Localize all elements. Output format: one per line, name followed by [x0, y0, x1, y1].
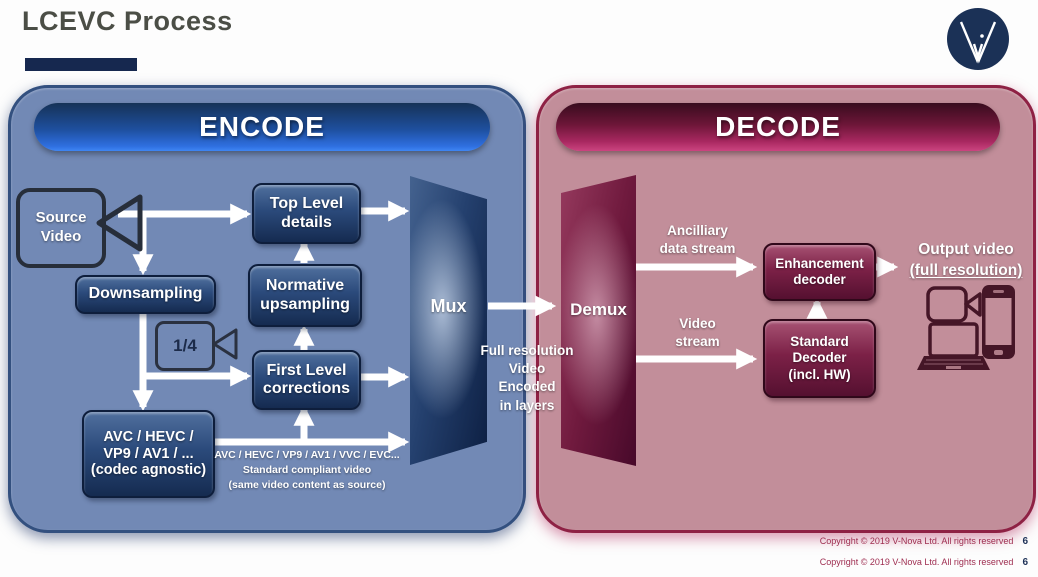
copyright-text: Copyright © 2019 V-Nova Ltd. All rights … — [819, 557, 1014, 567]
laptop-icon — [917, 322, 990, 370]
enhancement-decoder-box: Enhancement decoder — [763, 243, 876, 301]
quarter-scale-camera-icon: 1/4 — [155, 321, 215, 371]
source-camera-icon — [96, 194, 143, 252]
copyright-row: Copyright © 2019 V-Nova Ltd. All rights … — [820, 536, 1028, 547]
title-accent-bar — [25, 58, 137, 71]
output-video-title: Output video — [918, 241, 1014, 258]
demux-shape — [561, 175, 636, 466]
copyright-text: Copyright © 2019 V-Nova Ltd. All rights … — [819, 536, 1014, 546]
mux-shape — [410, 176, 487, 465]
video-stream-label: Video stream — [675, 316, 720, 349]
output-video-label: Output video (full resolution) — [900, 240, 1032, 282]
downsampling-box: Downsampling — [75, 275, 216, 314]
codec-agnostic-box: AVC / HEVC / VP9 / AV1 / ... (codec agno… — [82, 410, 215, 498]
decode-header: DECODE — [556, 103, 1000, 151]
output-video-subtitle: (full resolution) — [909, 261, 1023, 279]
normative-upsampling-box: Normative upsampling — [248, 264, 362, 327]
output-devices-icons — [917, 285, 1015, 370]
ancillary-data-stream-label: Ancilliary data stream — [659, 223, 736, 256]
source-video-box: Source Video — [16, 188, 106, 268]
v-nova-logo-icon — [947, 8, 1009, 70]
standard-compliant-note: AVC / HEVC / VP9 / AV1 / VVC / EVC... St… — [214, 449, 400, 492]
mux-label: Mux — [430, 296, 467, 316]
full-resolution-note: Full resolution Video Encoded in layers — [480, 343, 574, 413]
first-level-corrections-box: First Level corrections — [252, 350, 361, 410]
top-level-details-box: Top Level details — [252, 183, 361, 244]
smartphone-icon — [982, 285, 1015, 359]
quarter-camera-lens-icon — [212, 328, 238, 360]
copyright-row: Copyright © 2019 V-Nova Ltd. All rights … — [820, 557, 1028, 568]
encode-header: ENCODE — [34, 103, 490, 151]
standard-decoder-box: Standard Decoder (incl. HW) — [763, 319, 876, 398]
video-camera-icon — [926, 286, 982, 323]
page-title: LCEVC Process — [22, 6, 233, 36]
page-number: 6 — [1022, 536, 1028, 547]
demux-label: Demux — [570, 300, 627, 319]
page-number: 6 — [1022, 557, 1028, 568]
